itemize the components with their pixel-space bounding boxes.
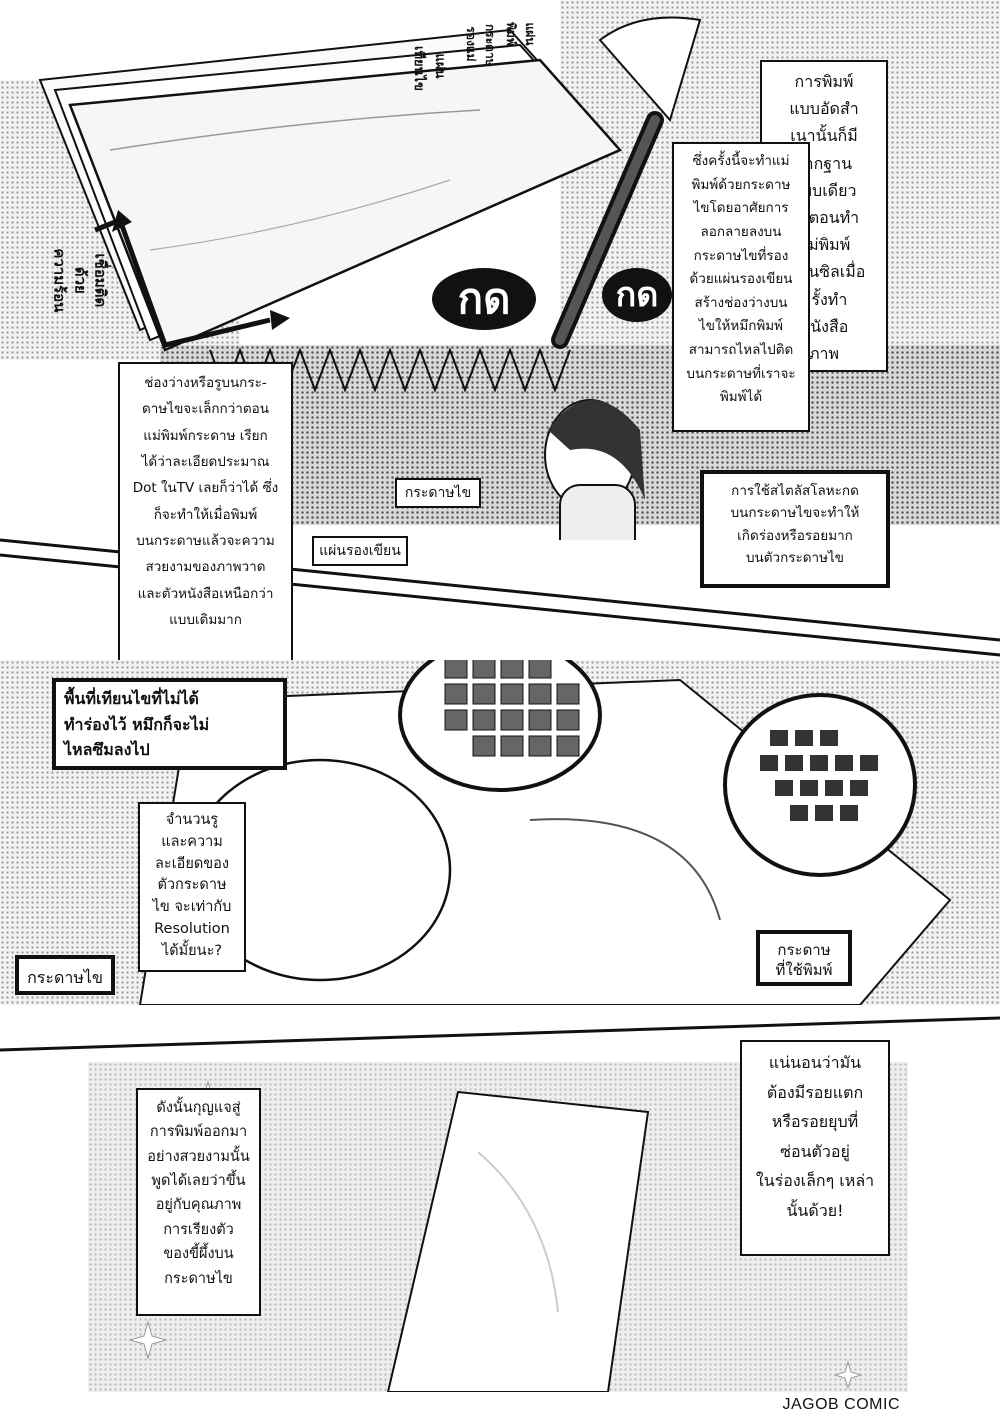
question-line: Resolution	[154, 920, 230, 937]
note-line: บนกระดาษไขจะทำให้	[730, 505, 860, 522]
panel-1-art	[38, 16, 702, 540]
sfx-press-2: กด	[602, 268, 672, 322]
narration-line: ไขให้หมึกพิมพ์	[698, 318, 784, 335]
narration-line: ซ่อนตัวอยู่	[780, 1141, 850, 1161]
narration-line: พูดได้เลยว่าขึ้น	[151, 1173, 246, 1190]
question-line: ตัวกระดาษ	[157, 877, 227, 894]
sheet-label-base: กระดาษรองแม่	[464, 24, 497, 67]
label-writing-board: แผ่นรองเขียน	[312, 536, 408, 566]
narration-line: ก็จะทำให้เมื่อพิมพ์	[153, 506, 258, 523]
narration-line: หรือรอยยุบที่	[771, 1112, 859, 1132]
narration-line: แบบอัดสำ	[789, 99, 859, 119]
note-line: บนตัวกระดาษไข	[745, 549, 845, 566]
question-line: และความ	[161, 833, 223, 850]
narration-line: เนานั้นก็มี	[790, 126, 858, 146]
narration-line: ด้วยแผ่นรองเขียน	[689, 271, 793, 288]
narration-line: พิมพ์ได้	[719, 389, 763, 406]
narration-line: และตัวหนังสือเหนือกว่า	[137, 585, 274, 602]
note-line: เกิดร่องหรือรอยมาก	[737, 527, 853, 544]
note-line: ไหลซึมลงไป	[64, 740, 150, 760]
label-stencil: กระดาษไข	[15, 955, 115, 995]
narration-line: Dot ในTV เลยก็ว่าได้ ซึ่ง	[132, 480, 279, 497]
narration-line: พิมพ์ด้วยกระดาษ	[691, 176, 791, 193]
question-line: ได้มั้ยนะ?	[161, 942, 223, 959]
note-line: การใช้สไตลัสโลหะกด	[731, 483, 859, 499]
conclusion-box-left: ดังนั้นกุญแจสู่ การพิมพ์ออกมา อย่างสวยงา…	[136, 1088, 261, 1316]
resolution-question: จำนวนรู และความ ละเอียดของ ตัวกระดาษ ไข …	[138, 802, 246, 972]
question-line: ไข จะเท่ากับ	[152, 899, 232, 915]
narration-line: อย่างสวยงามนั้น	[147, 1148, 250, 1165]
panel-3: พื้นที่เทียนไขที่ไม่ได้ ทำร่องไว้ หมึกก็…	[0, 660, 1000, 1005]
narration-line: ต้องมีรอยแตก	[766, 1082, 864, 1102]
narration-line: แบบเดิมมาก	[169, 611, 242, 628]
narration-line: หนังสือ	[799, 316, 849, 336]
note-line: พื้นที่เทียนไขที่ไม่ได้	[64, 689, 199, 708]
narration-line: ซึ่งครั้งนี้จะทำแม่	[692, 153, 790, 169]
narration-line: บนกระดาษที่เราจะ	[686, 365, 796, 382]
narration-line: ดังนั้นกุญแจสู่	[156, 1100, 241, 1116]
narration-line: ดาษไขจะเล็กกว่าตอน	[142, 401, 269, 418]
narration-line: ได้ว่าละเอียดประมาณ	[141, 453, 270, 470]
panel-1: การพิมพ์ แบบอัดสำ เนานั้นก็มี รากฐาน แบบ…	[0, 0, 1000, 540]
narration-line: แม่พิมพ์กระดาษ เรียก	[143, 427, 268, 444]
narration-line: สวยงามของภาพวาด	[145, 559, 266, 576]
narration-line: ภาพ	[808, 343, 840, 363]
narration-line: กระดาษไขที่รอง	[693, 247, 789, 264]
sfx-press-1: กด	[432, 268, 536, 330]
narration-line: สร้างช่องว่างบน	[694, 294, 788, 311]
narration-line: ของขี้ผึ้งบน	[163, 1246, 234, 1263]
narration-line: แม่พิมพ์	[797, 235, 851, 255]
scanlation-credit: JAGOB COMIC	[782, 1396, 900, 1413]
narration-line: สามารถไหลไปติด	[688, 342, 794, 358]
narration-line: ไขโดยอาศัยการ	[693, 200, 789, 217]
note-line: ทำร่องไว้ หมึกก็จะไม่	[64, 714, 210, 734]
narration-line: นั้นด้วย!	[786, 1200, 844, 1220]
label-stencil-paper: กระดาษไข	[395, 478, 481, 508]
stylus-note: การใช้สไตลัสโลหะกด บนกระดาษไขจะทำให้ เกิ…	[700, 470, 890, 588]
narration-line: การเรียงตัว	[163, 1221, 234, 1238]
question-line: จำนวนรู	[165, 812, 219, 828]
narration-line: กระดาษไข	[164, 1270, 233, 1287]
narration-line: ช่องว่างหรือรูบนกระ-	[144, 375, 267, 391]
panel-3-art	[138, 660, 952, 1005]
question-line: ละเอียดของ	[155, 855, 229, 872]
narration-line: การพิมพ์ออกมา	[149, 1124, 248, 1141]
narration-line: ลอกลายลงบน	[700, 223, 782, 240]
narration-line: ในร่องเล็กๆ เหล่า	[755, 1171, 875, 1191]
narration-box-center: ซึ่งครั้งนี้จะทำแม่ พิมพ์ด้วยกระดาษ ไขโด…	[672, 142, 810, 432]
narration-line: อยู่กับคุณภาพ	[155, 1197, 242, 1214]
narration-line: แน่นอนว่ามัน	[768, 1053, 862, 1072]
narration-line: ครั้งทำ	[800, 289, 848, 309]
sheet-label-print: แผ่นพิมพ์	[504, 22, 537, 46]
narration-line: การพิมพ์	[794, 72, 854, 91]
sheet-label-wax: แผ่นเทียนไข	[411, 46, 447, 91]
wax-area-note: พื้นที่เทียนไขที่ไม่ได้ ทำร่องไว้ หมึกก็…	[52, 678, 287, 770]
heat-seal-label: เชื่อมติด ด้วย ความร้อน	[50, 248, 110, 313]
conclusion-box-right: แน่นอนว่ามัน ต้องมีรอยแตก หรือรอยยุบที่ …	[740, 1040, 890, 1256]
narration-line: บนกระดาษแล้วจะความ	[136, 532, 275, 549]
label-print-paper: กระดาษ ที่ใช้พิมพ์	[756, 930, 852, 986]
narration-box-dot: ช่องว่างหรือรูบนกระ- ดาษไขจะเล็กกว่าตอน …	[118, 362, 293, 667]
